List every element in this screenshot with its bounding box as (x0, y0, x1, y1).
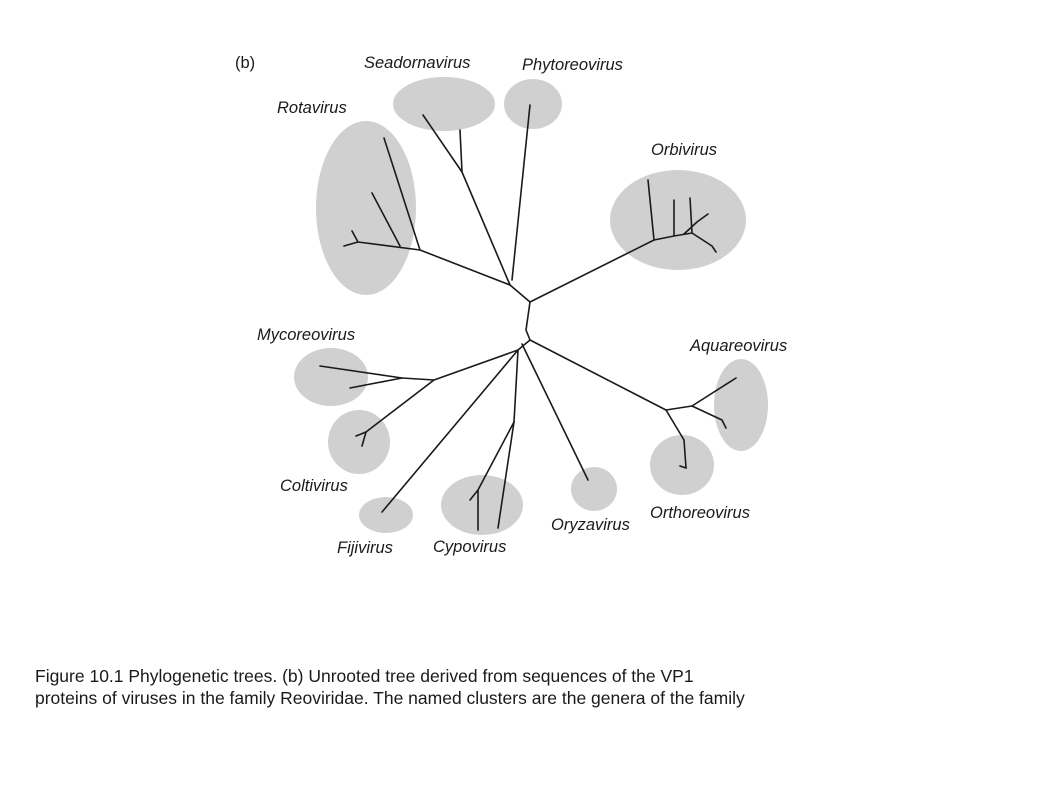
branch-aquareovirus-b (691, 405, 727, 429)
cluster-cypovirus (441, 475, 523, 535)
branch-oryzavirus (521, 343, 589, 481)
label-seadornavirus: Seadornavirus (364, 54, 470, 72)
cluster-oryzavirus (571, 467, 617, 511)
branch-cypovirus-b (497, 421, 515, 529)
branch-phytoreovirus (511, 104, 531, 281)
branch-orthoreovirus-b (679, 465, 687, 469)
cluster-coltivirus (328, 410, 390, 474)
cluster-fijivirus (359, 497, 413, 533)
branch-aqua-ortho (529, 339, 737, 411)
label-mycoreovirus: Mycoreovirus (257, 326, 355, 344)
branch-cypovirus-c (469, 489, 479, 501)
branch-rotavirus-d (343, 241, 359, 247)
caption-line-1: Figure 10.1 Phylogenetic trees. (b) Unro… (35, 666, 694, 686)
cluster-orthoreovirus (650, 435, 714, 495)
label-fijivirus: Fijivirus (337, 539, 393, 557)
cluster-rotavirus (316, 121, 416, 295)
panel-label: (b) (235, 54, 255, 72)
cluster-seadornavirus (393, 77, 495, 131)
figure-caption: Figure 10.1 Phylogenetic trees. (b) Unro… (35, 665, 1035, 709)
label-phytoreovirus: Phytoreovirus (522, 56, 623, 74)
branch-rotavirus-b (371, 192, 401, 247)
branch-orbivirus-d (683, 213, 709, 235)
cluster-orbivirus (610, 170, 746, 270)
label-oryzavirus: Oryzavirus (551, 516, 630, 534)
branch-seadornavirus (459, 129, 511, 286)
label-cypovirus: Cypovirus (433, 538, 506, 556)
cluster-mycoreovirus (294, 348, 368, 406)
branch-backbone (509, 284, 531, 351)
caption-line-2: proteins of viruses in the family Reovir… (35, 688, 745, 708)
branch-orbivirus-e (691, 232, 717, 253)
label-coltivirus: Coltivirus (280, 477, 348, 495)
cluster-phytoreovirus (504, 79, 562, 129)
branch-fijivirus (381, 349, 519, 513)
label-orbivirus: Orbivirus (651, 141, 717, 159)
branch-orthoreovirus (665, 409, 687, 469)
branch-coltivirus-b (355, 431, 367, 437)
branch-cypovirus (477, 349, 519, 531)
branch-mycoreovirus-b (349, 377, 403, 389)
branch-mycoreovirus (319, 349, 519, 381)
label-orthoreovirus: Orthoreovirus (650, 504, 750, 522)
cluster-aquareovirus (714, 359, 768, 451)
branch-seadornavirus-b (422, 114, 463, 173)
label-rotavirus: Rotavirus (277, 99, 347, 117)
label-aquareovirus: Aquareovirus (689, 337, 787, 355)
tree-branches (319, 104, 737, 531)
